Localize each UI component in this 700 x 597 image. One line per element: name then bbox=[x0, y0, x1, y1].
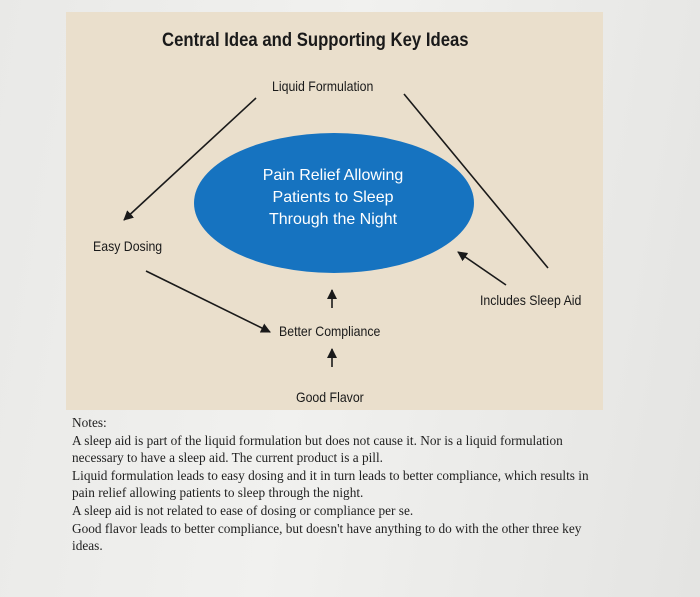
node-liquid-formulation: Liquid Formulation bbox=[272, 78, 374, 94]
arrow-sleep-aid-to-center bbox=[457, 251, 507, 286]
central-idea-line: Patients to Sleep bbox=[272, 189, 394, 206]
note-item: A sleep aid is not related to ease of do… bbox=[72, 502, 414, 518]
central-idea-line: Pain Relief Allowing bbox=[262, 167, 404, 184]
central-idea-text: Pain Relief Allowing Patients to Sleep T… bbox=[238, 165, 428, 231]
diagram-graphics bbox=[123, 93, 549, 367]
notes-section: Notes: A sleep aid is part of the liquid… bbox=[72, 414, 612, 555]
node-better-compliance: Better Compliance bbox=[279, 323, 381, 339]
notes-heading: Notes: bbox=[72, 415, 107, 430]
node-good-flavor: Good Flavor bbox=[296, 389, 364, 405]
arrow-liquid-to-easy-dosing bbox=[123, 97, 257, 221]
diagram: Central Idea and Supporting Key Ideas Pa… bbox=[66, 12, 603, 410]
arrow-easy-dosing-to-compliance bbox=[145, 270, 271, 333]
node-easy-dosing: Easy Dosing bbox=[93, 238, 163, 254]
node-includes-sleep-aid: Includes Sleep Aid bbox=[480, 292, 582, 308]
diagram-title: Central Idea and Supporting Key Ideas bbox=[162, 30, 469, 51]
note-item: Liquid formulation leads to easy dosing … bbox=[72, 467, 589, 501]
note-item: Good flavor leads to better compliance, … bbox=[72, 520, 582, 554]
note-item: A sleep aid is part of the liquid formul… bbox=[72, 432, 563, 466]
central-ellipse bbox=[194, 133, 474, 273]
central-idea-line: Through the Night bbox=[268, 211, 398, 228]
line-liquid-to-sleep-aid bbox=[403, 93, 549, 269]
